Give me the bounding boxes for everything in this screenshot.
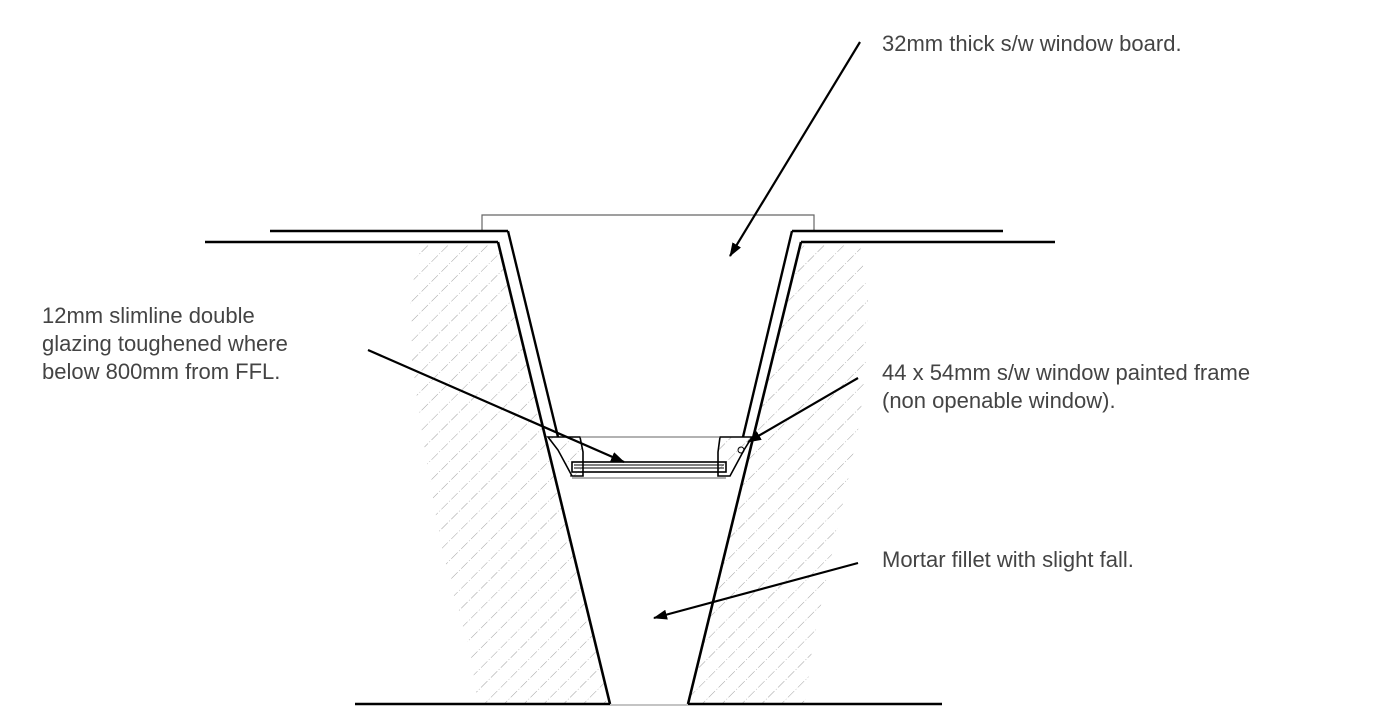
right-reveal-inner	[741, 230, 794, 438]
window-board-label-line: 32mm thick s/w window board.	[882, 31, 1182, 56]
frame-label-line-1: 44 x 54mm s/w window painted frame	[882, 360, 1251, 385]
frame-leader	[747, 377, 859, 443]
glazing-label: 12mm slimline double glazing toughened w…	[42, 302, 288, 386]
glazing-label-line-2: glazing toughened where	[42, 331, 288, 356]
mortar-label-line: Mortar fillet with slight fall.	[882, 547, 1134, 572]
glazing-label-line-1: 12mm slimline double	[42, 303, 255, 328]
glazing-leader	[367, 348, 625, 464]
mortar-leader	[653, 561, 859, 620]
window-board-label: 32mm thick s/w window board.	[882, 30, 1182, 58]
mortar-label: Mortar fillet with slight fall.	[882, 546, 1134, 574]
left-reveal-outer	[496, 241, 612, 705]
left-wall-hatch	[410, 245, 610, 704]
window-board-outline	[481, 214, 815, 232]
window-board-leader	[729, 41, 861, 257]
glazing-unit	[571, 436, 727, 479]
left-reveal-inner	[506, 230, 560, 438]
right-reveal-outer	[686, 241, 803, 705]
right-wall-hatch	[688, 245, 868, 704]
frame-label-line-2: (non openable window).	[882, 388, 1116, 413]
glazing-label-line-3: below 800mm from FFL.	[42, 359, 281, 384]
frame-label: 44 x 54mm s/w window painted frame (non …	[882, 359, 1250, 415]
